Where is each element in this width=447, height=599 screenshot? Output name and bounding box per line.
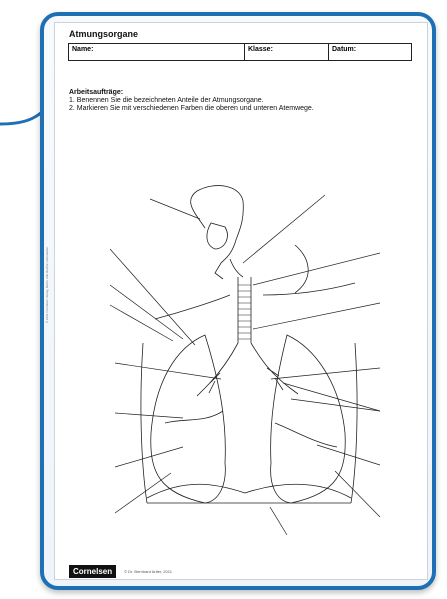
nasal-cavity <box>207 223 227 249</box>
shoulder-line <box>155 283 355 319</box>
side-copyright: © 2011 Cornelsen Verlag, Berlin. Alle Re… <box>45 246 49 323</box>
neck-curve <box>295 245 308 293</box>
head-outline <box>191 186 244 279</box>
worksheet-footer: Cornelsen © Dr. Bernhard Arlter, 2011 <box>69 565 172 578</box>
worksheet-page: Atmungsorgane Name: Klasse: Datum: Arbei… <box>54 22 428 580</box>
footer-copyright: © Dr. Bernhard Arlter, 2011 <box>124 569 172 574</box>
diaphragm <box>147 484 351 498</box>
trachea-rings <box>238 285 251 339</box>
label-lines <box>110 195 380 535</box>
publisher-logo: Cornelsen <box>69 565 116 578</box>
left-lung <box>271 335 346 503</box>
pharynx <box>230 259 243 277</box>
thorax-outline <box>141 343 357 503</box>
right-lung <box>151 335 226 503</box>
left-lung-fissure <box>275 423 337 447</box>
respiratory-diagram <box>55 23 427 563</box>
